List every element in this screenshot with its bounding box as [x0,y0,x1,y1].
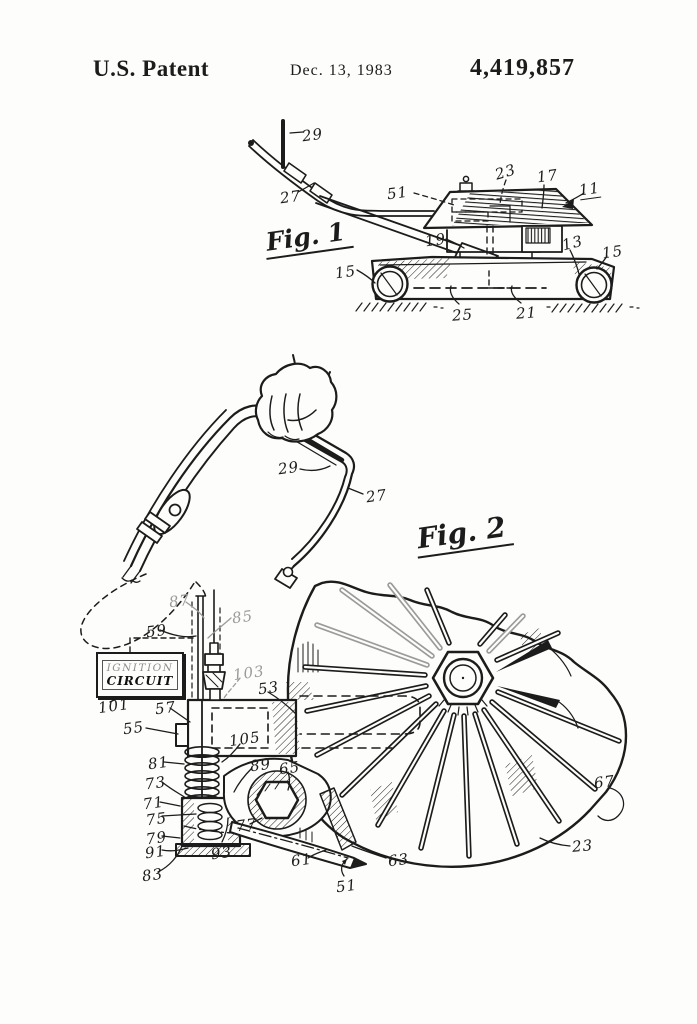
ignition-label-line1: IGNITION [106,662,174,674]
fig2-detail-drawing [80,354,628,877]
patent-header-title: U.S. Patent [93,56,210,81]
patent-number: 4,419,857 [470,55,575,81]
fig1-mower-drawing [248,119,640,313]
patent-header-date: Dec. 13, 1983 [290,62,393,79]
ignition-circuit-box: IGNITION CIRCUIT [96,652,184,698]
ignition-circuit-inner: IGNITION CIRCUIT [101,660,179,690]
ignition-label-line2: CIRCUIT [106,674,174,688]
